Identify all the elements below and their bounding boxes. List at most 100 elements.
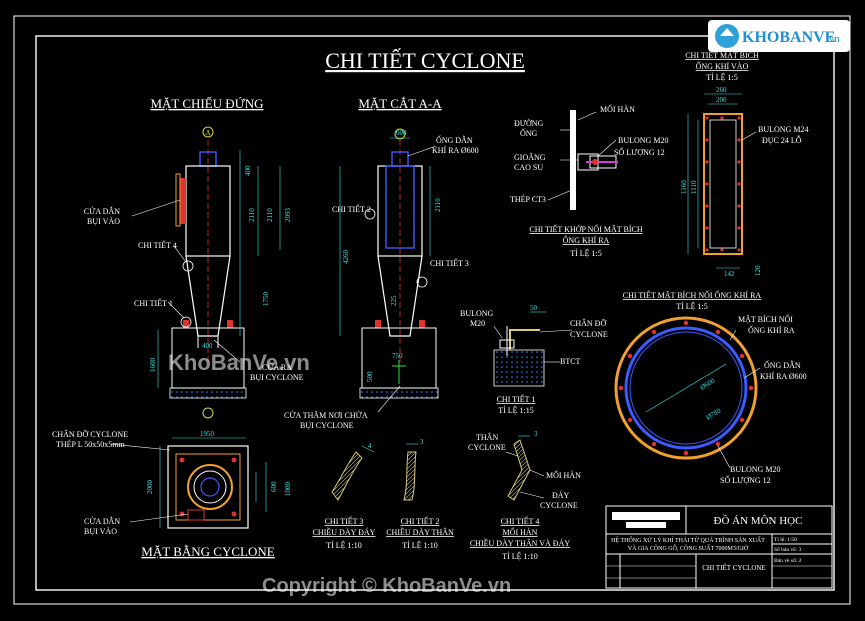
khobanve-logo: KHOBANVE .vn: [708, 20, 850, 52]
svg-text:4260: 4260: [342, 250, 350, 265]
outlet-flange-drawing: Ø600 Ø780: [614, 316, 761, 469]
svg-text:1000: 1000: [284, 482, 292, 497]
svg-text:THÉP L 50x50x5mm: THÉP L 50x50x5mm: [56, 439, 126, 449]
label-detail-2: CHI TIẾT 2: [332, 204, 371, 214]
plan-view: 1950 2000 600 1000: [109, 407, 292, 529]
svg-text:VÀ GIA CÔNG GỖ, CÔNG SUẤT 7000: VÀ GIA CÔNG GỖ, CÔNG SUẤT 7000M3/GIỜ: [628, 544, 749, 552]
detail-2-title: CHI TIẾT 2: [401, 516, 440, 526]
svg-text:CHIỀU DÀY THÂN VÀ ĐÁY: CHIỀU DÀY THÂN VÀ ĐÁY: [470, 538, 571, 548]
section-view: 600 2110 4260 225 750 500: [339, 128, 442, 413]
svg-text:1600: 1600: [149, 358, 157, 373]
tb-system: HỆ THỐNG XỬ LÝ KHÍ THẢI TỪ QUÁ TRÌNH SẢN…: [611, 536, 765, 544]
label-detail-1: CHI TIẾT 1: [134, 298, 173, 308]
label-detail-3: CHI TIẾT 3: [430, 258, 469, 268]
svg-text:CHÂN ĐỠ: CHÂN ĐỠ: [570, 318, 607, 328]
label-support: CHÂN ĐỠ CYCLONE: [52, 429, 128, 439]
tb-total: Bản vẽ số: 2: [774, 557, 802, 564]
tb-sheet: CHI TIẾT CYCLONE: [702, 564, 766, 572]
svg-text:600: 600: [270, 481, 278, 492]
svg-text:225: 225: [390, 295, 398, 306]
svg-text:TỈ LỆ 1:15: TỈ LỆ 1:15: [498, 405, 534, 415]
svg-text:BULONG M20: BULONG M20: [730, 465, 780, 474]
svg-text:MỐI HÀN: MỐI HÀN: [600, 104, 635, 114]
svg-text:2110: 2110: [434, 198, 442, 212]
label-outlet-flange: MẶT BÍCH NỐI: [738, 314, 793, 324]
title-block: [605, 505, 833, 589]
svg-text:CHIỀU DÀY ĐÁY: CHIỀU DÀY ĐÁY: [313, 527, 376, 537]
tb-sheet-no: Số bản vẽ: 3: [774, 546, 802, 553]
svg-text:200: 200: [716, 96, 727, 104]
svg-text:400: 400: [244, 165, 252, 176]
outlet-flange-title: CHI TIẾT MẶT BÍCH NỐI ỐNG KHÍ RA: [623, 290, 762, 300]
svg-text:4: 4: [368, 442, 372, 450]
watermark-mid: KhoBanVe.vn: [168, 350, 310, 375]
svg-text:CYCLONE: CYCLONE: [570, 330, 608, 339]
svg-text:ỐNG KHÍ RA: ỐNG KHÍ RA: [563, 235, 610, 245]
svg-text:260: 260: [716, 86, 727, 94]
svg-text:BỤI VÀO: BỤI VÀO: [84, 526, 117, 536]
section-title: MẶT CẮT A-A: [358, 96, 442, 111]
svg-text:ỐNG KHÍ RA: ỐNG KHÍ RA: [748, 325, 795, 335]
svg-text:2110: 2110: [266, 208, 274, 222]
svg-text:SỐ LƯỢNG 12: SỐ LƯỢNG 12: [720, 475, 771, 485]
svg-text:1160: 1160: [680, 180, 688, 194]
elevation-title: MẶT CHIẾU ĐỨNG: [150, 96, 263, 111]
label-dust-outlet: CỬA RA: [262, 362, 292, 372]
svg-text:ĐỤC 24 LỖ: ĐỤC 24 LỖ: [762, 134, 802, 145]
svg-text:M20: M20: [470, 319, 485, 328]
detail-4-drawing: 3: [505, 430, 545, 501]
label-bolt-m24: BULONG M24: [758, 125, 808, 134]
inner-frame: [35, 35, 835, 591]
drawing-title: CHI TIẾT CYCLONE: [325, 48, 525, 73]
svg-text:1750: 1750: [262, 292, 270, 307]
inlet-flange-title: CHI TIẾT MẶT BÍCH: [685, 50, 759, 60]
svg-text:1110: 1110: [690, 180, 698, 194]
svg-text:3: 3: [420, 438, 424, 446]
svg-text:KHÍ RA Ø600: KHÍ RA Ø600: [432, 145, 479, 155]
svg-text:750: 750: [392, 352, 403, 360]
svg-text:MỐI HÀN: MỐI HÀN: [503, 527, 538, 537]
svg-text:ĐÁY: ĐÁY: [552, 490, 570, 500]
svg-text:50: 50: [530, 304, 538, 312]
svg-text:ỐNG DẪN: ỐNG DẪN: [764, 360, 801, 370]
detail-2-drawing: 3: [403, 438, 424, 501]
detail-4-title: CHI TIẾT 4: [501, 516, 540, 526]
svg-text:3: 3: [534, 430, 538, 438]
detail-3-drawing: 4: [331, 442, 375, 501]
flange-joint-detail: [547, 110, 618, 210]
svg-text:.vn: .vn: [826, 33, 840, 45]
svg-text:BTCT: BTCT: [560, 357, 581, 366]
label-than: THÂN: [476, 432, 498, 442]
svg-text:KHOBANVE: KHOBANVE: [742, 29, 835, 46]
svg-text:TỈ LỆ 1:5: TỈ LỆ 1:5: [676, 301, 708, 311]
svg-text:TỈ LỆ 1:5: TỈ LỆ 1:5: [706, 72, 738, 82]
outer-frame: [13, 15, 851, 605]
label-duong: ĐƯỜNG: [514, 118, 544, 128]
svg-text:ỐNG KHÍ VÀO: ỐNG KHÍ VÀO: [696, 61, 749, 71]
svg-text:BỤI VÀO: BỤI VÀO: [87, 216, 120, 226]
svg-text:TỈ LỆ 1:10: TỈ LỆ 1:10: [502, 551, 538, 561]
label-bulong: BULONG: [460, 309, 494, 318]
label-inspection-door: CỬA THĂM NƠI CHỨA: [284, 410, 368, 420]
svg-text:CYCLONE: CYCLONE: [540, 501, 578, 510]
inlet-flange-drawing: 260 200 1160 1110 142 120: [680, 86, 762, 278]
tb-scale: Tỉ lệ: 1:50: [774, 537, 797, 543]
detail-1-title: CHI TIẾT 1: [497, 394, 536, 404]
svg-text:2093: 2093: [284, 208, 292, 223]
svg-text:TỈ LỆ 1:10: TỈ LỆ 1:10: [326, 540, 362, 550]
elevation-view: A 400 2110 2110 2093 1750 1600 400: [131, 126, 292, 399]
watermark-bottom: Copyright © KhoBanVe.vn: [262, 575, 511, 597]
plan-title: MẶT BẰNG CYCLONE: [141, 544, 274, 559]
detail-1-drawing: 50: [493, 304, 573, 387]
label-detail-4: CHI TIẾT 4: [138, 240, 177, 250]
section-marker-a: A: [205, 129, 210, 137]
svg-text:120: 120: [754, 265, 762, 276]
svg-text:2110: 2110: [248, 208, 256, 222]
svg-text:THÉP CT3: THÉP CT3: [510, 194, 546, 204]
flange-joint-title: CHI TIẾT KHỚP NỐI MẶT BÍCH: [529, 224, 642, 234]
svg-text:400: 400: [202, 342, 213, 350]
svg-text:142: 142: [724, 270, 735, 278]
svg-text:GIOĂNG: GIOĂNG: [514, 153, 546, 162]
